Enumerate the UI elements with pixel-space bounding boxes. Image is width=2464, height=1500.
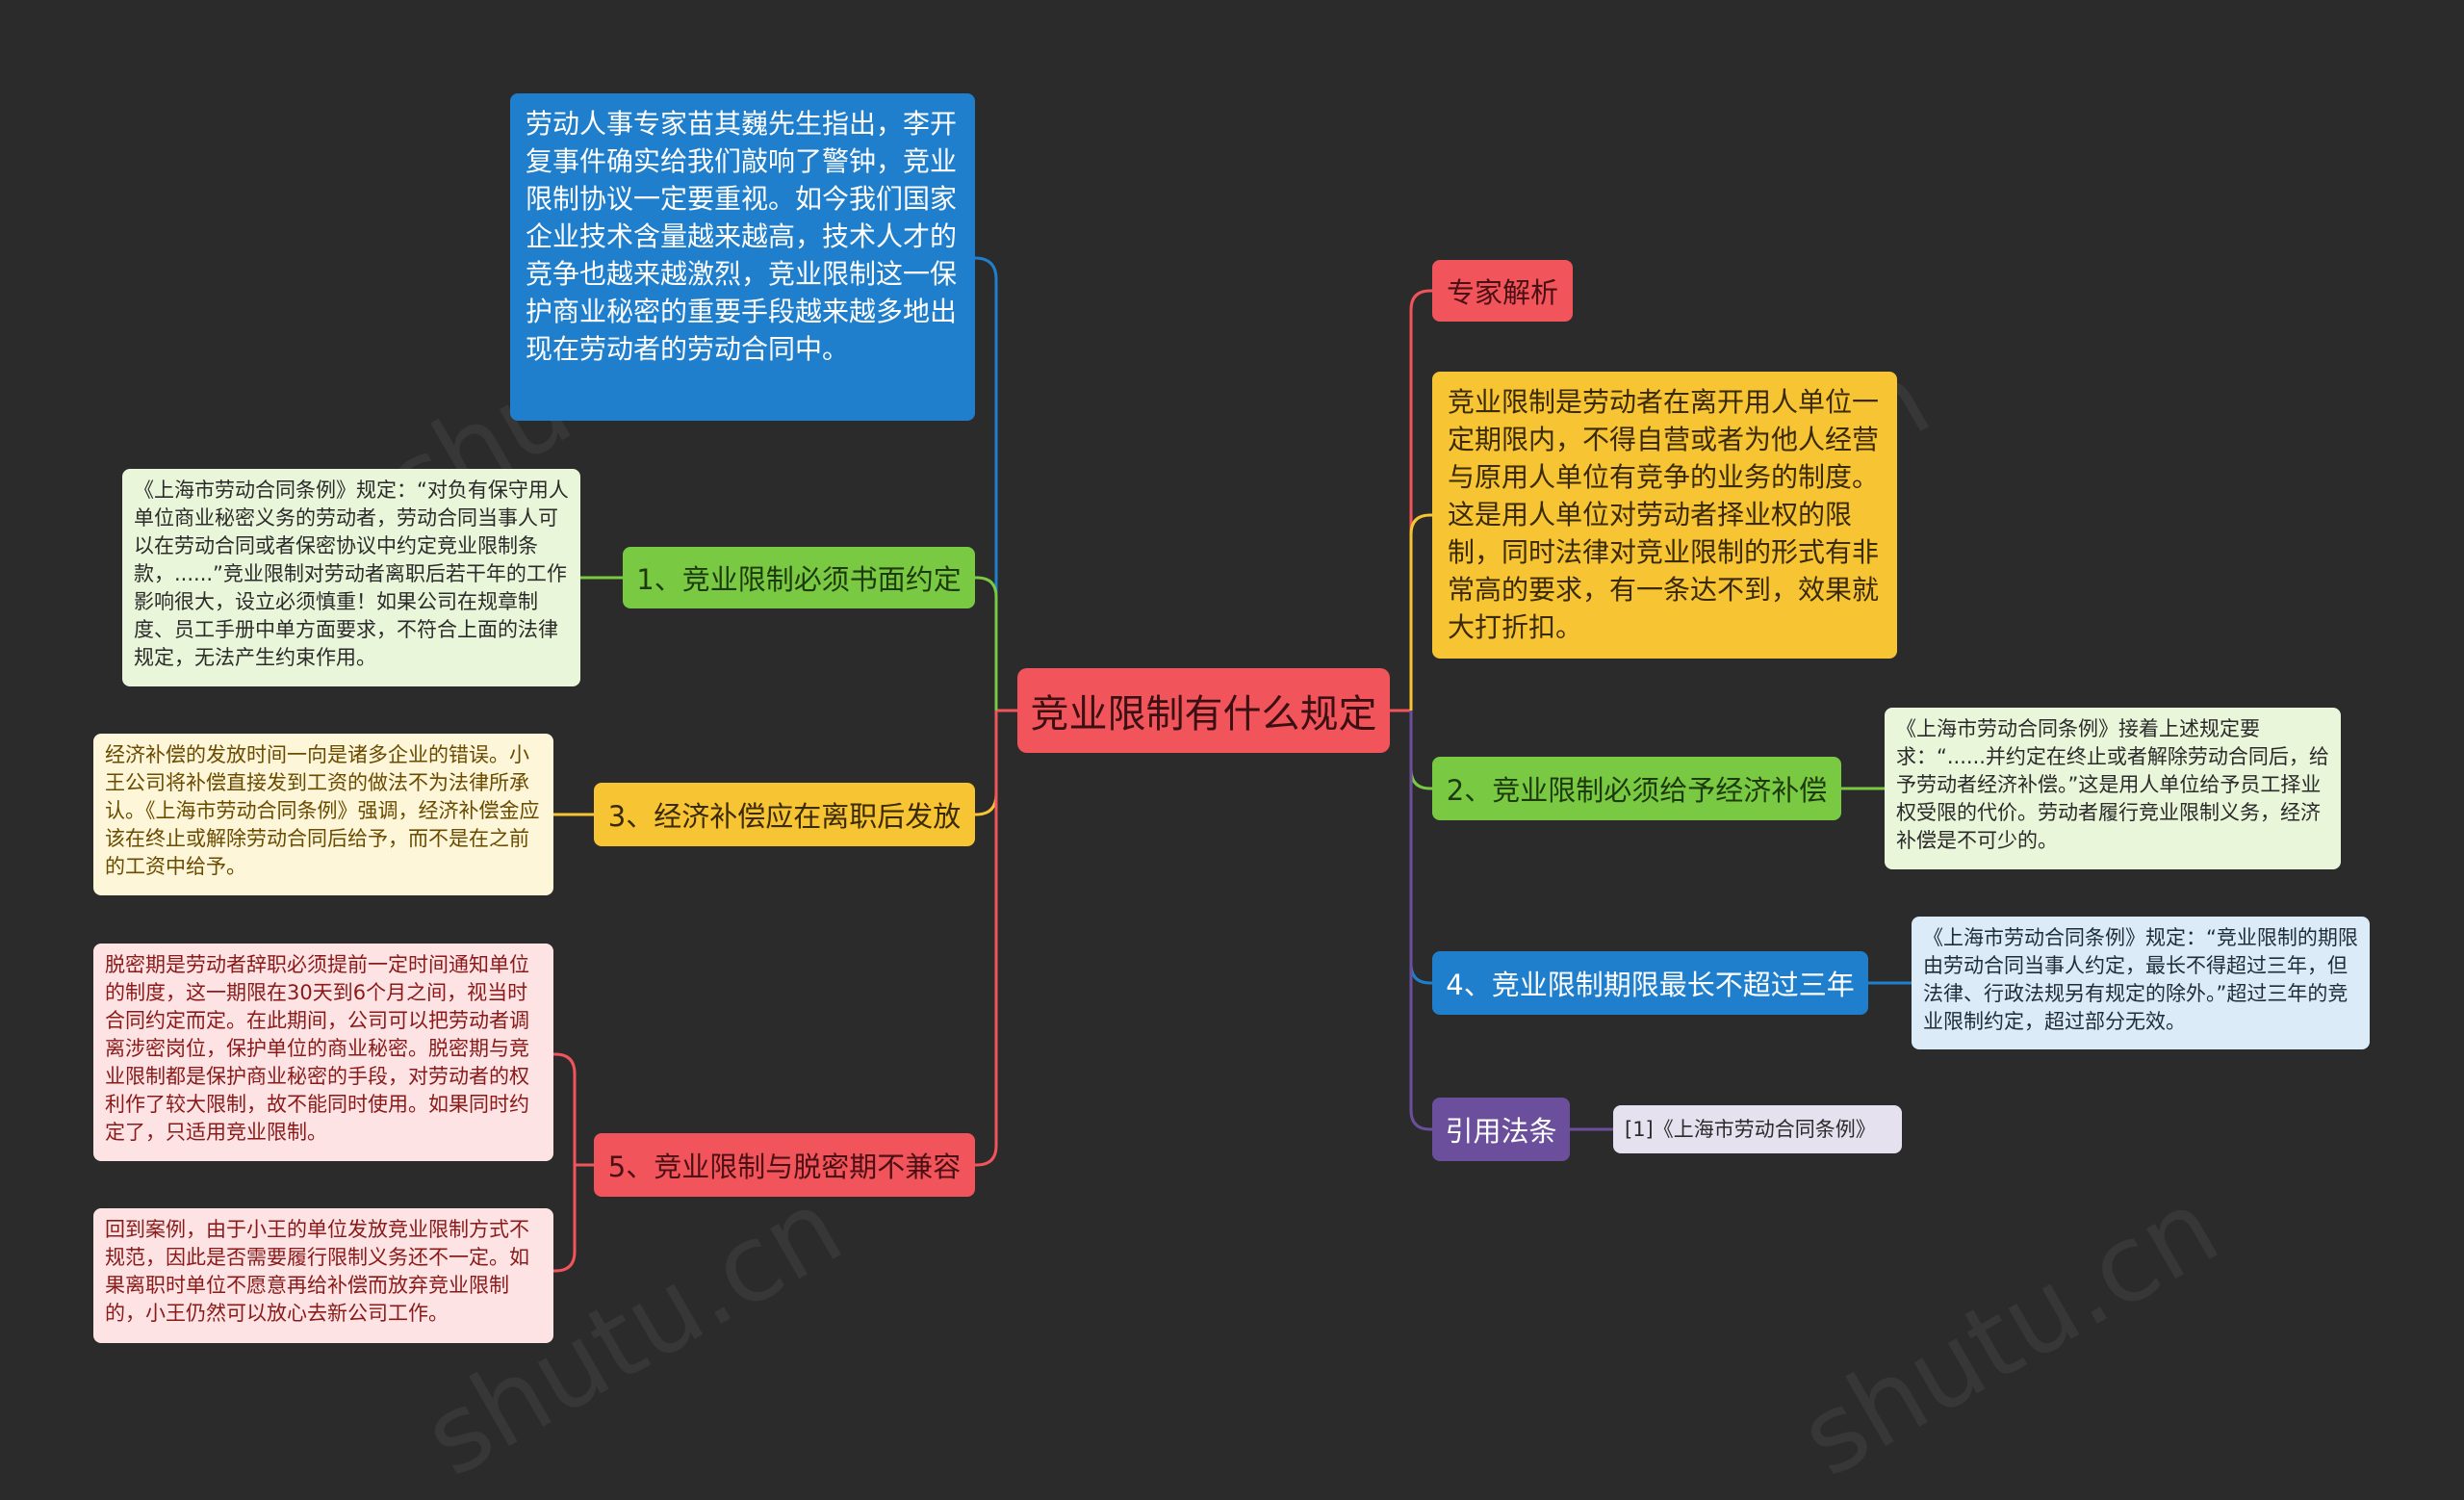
note-compensation-required[interactable]: 《上海市劳动合同条例》接着上述规定要求：“......并约定在终止或者解除劳动合… <box>1885 708 2341 869</box>
connector-b4 <box>1409 711 1432 985</box>
connector-intro <box>974 256 998 711</box>
note-cited-law[interactable]: [1]《上海市劳动合同条例》 <box>1613 1105 1902 1153</box>
connector-expert <box>1409 289 1432 711</box>
connector-b2 <box>1409 711 1432 790</box>
connector-law <box>1409 711 1432 1131</box>
branch-cited-law[interactable]: 引用法条 <box>1432 1098 1570 1161</box>
connector-b5-notes <box>553 1052 594 1273</box>
branch-expert-analysis[interactable]: 专家解析 <box>1432 260 1573 322</box>
intro-node[interactable]: 劳动人事专家苗其巍先生指出，李开复事件确实给我们敲响了警钟，竞业限制协议一定要重… <box>510 93 975 421</box>
branch-secrecy-period[interactable]: 5、竞业限制与脱密期不兼容 <box>594 1133 975 1197</box>
branch-written-agreement[interactable]: 1、竞业限制必须书面约定 <box>623 547 975 608</box>
connector-b5 <box>975 711 998 1167</box>
branch-max-term[interactable]: 4、竞业限制期限最长不超过三年 <box>1432 951 1868 1015</box>
definition-node[interactable]: 竞业限制是劳动者在离开用人单位一定期限内，不得自营或者为他人经营与原用人单位有竞… <box>1432 372 1897 659</box>
note-written-agreement[interactable]: 《上海市劳动合同条例》规定：“对负有保守用人单位商业秘密义务的劳动者，劳动合同当… <box>122 469 580 686</box>
note-max-term[interactable]: 《上海市劳动合同条例》规定：“竞业限制的期限由劳动合同当事人约定，最长不得超过三… <box>1912 917 2370 1049</box>
note-secrecy-period[interactable]: 脱密期是劳动者辞职必须提前一定时间通知单位的制度，这一期限在30天到6个月之间，… <box>93 944 553 1161</box>
connector-lines <box>553 256 1912 1273</box>
note-case-review[interactable]: 回到案例，由于小王的单位发放竞业限制方式不规范，因此是否需要履行限制义务还不一定… <box>93 1208 553 1343</box>
root-topic[interactable]: 竞业限制有什么规定 <box>1017 668 1390 753</box>
connector-b1 <box>975 576 998 711</box>
connector-definition <box>1409 513 1432 711</box>
connector-b3 <box>975 711 998 816</box>
mind-map-canvas: shutu.cn shutu.cn shutu.cn shutu.cn <box>93 93 2370 1500</box>
branch-compensation-required[interactable]: 2、竞业限制必须给予经济补偿 <box>1432 757 1841 820</box>
note-compensation-timing[interactable]: 经济补偿的发放时间一向是诸多企业的错误。小王公司将补偿直接发到工资的做法不为法律… <box>93 734 553 895</box>
branch-compensation-timing[interactable]: 3、经济补偿应在离职后发放 <box>594 783 975 846</box>
